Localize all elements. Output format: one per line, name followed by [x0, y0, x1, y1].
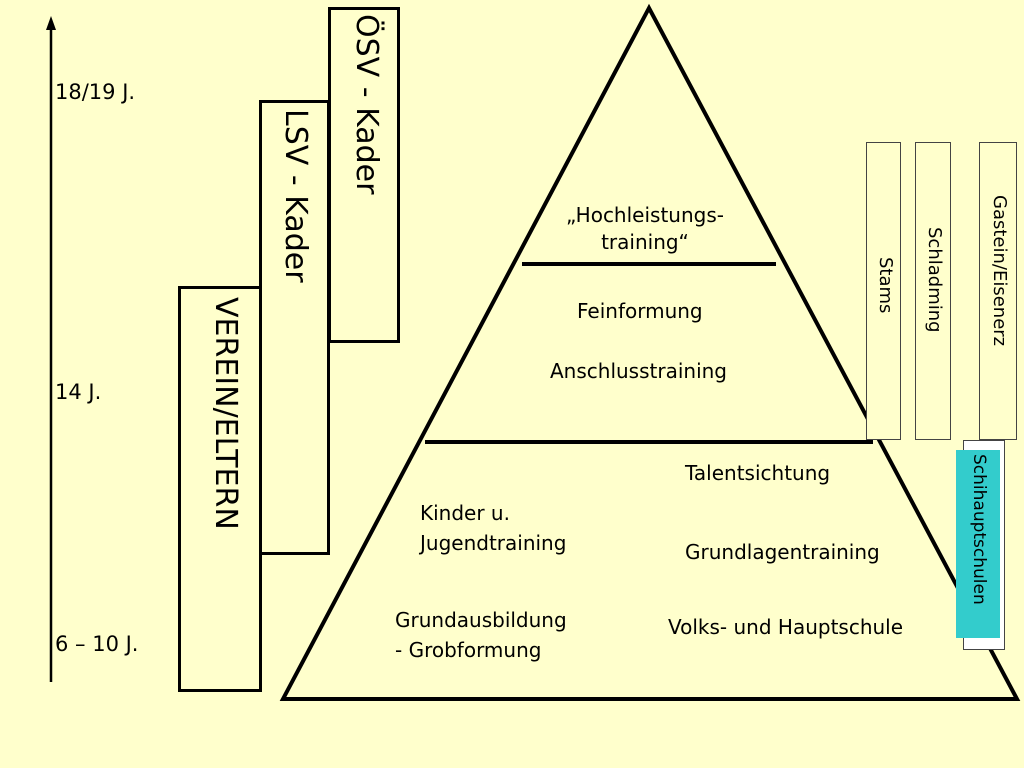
pyramid-bottom-left-top: Kinder u. Jugendtraining [420, 501, 567, 555]
pyramid-middle-text-1: Feinformung [577, 299, 703, 323]
age-label-bottom: 6 – 10 J. [55, 632, 139, 656]
pyramid-bottom-right-3: Volks- und Hauptschule [668, 615, 904, 639]
stams-label: Stams [875, 257, 896, 314]
gastein-eisenerz-label: Gastein/Eisenerz [989, 195, 1010, 347]
schladming-label: Schladming [924, 227, 945, 333]
schihauptschulen-label: Schihauptschulen [969, 454, 989, 605]
pyramid-bottom-right-1: Talentsichtung [685, 461, 831, 485]
pyramid-top-text: „Hochleistungs- training“ [566, 203, 724, 254]
pyramid-middle-text-2: Anschlusstraining [550, 359, 728, 383]
schihauptschulen-box: Schihauptschulen [956, 450, 1000, 638]
pyramid-outline [279, 3, 1021, 701]
pyramid-bottom-left-bottom: Grundausbildung - Grobformung [395, 608, 567, 662]
age-label-middle: 14 J. [55, 380, 102, 404]
gastein-eisenerz-box: Gastein/Eisenerz [979, 142, 1017, 440]
schladming-box: Schladming [915, 142, 951, 440]
stams-box: Stams [866, 142, 901, 440]
age-label-top: 18/19 J. [55, 80, 136, 104]
verein-eltern-box: VEREIN/ELTERN [178, 286, 262, 692]
pyramid-bottom-right-2: Grundlagentraining [685, 540, 880, 564]
oesv-kader-box: ÖSV - Kader [328, 7, 400, 343]
